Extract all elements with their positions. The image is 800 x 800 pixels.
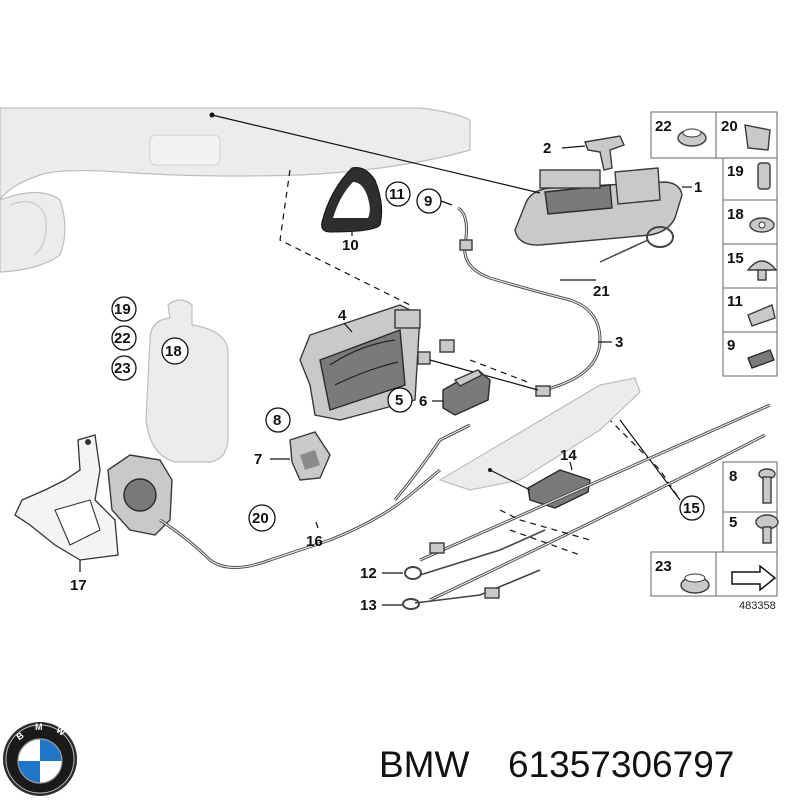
callout-1: 1: [694, 179, 702, 196]
callout-11: 11: [389, 186, 405, 203]
diagram-number: 483358: [739, 600, 776, 612]
grid-label-5: 5: [729, 514, 737, 531]
part-4-lock-housing: [299, 304, 421, 421]
part-14-control-module: [527, 469, 591, 509]
callout-10: 10: [342, 237, 359, 254]
grid-label-18: 18: [727, 206, 744, 223]
callout-3: 3: [615, 334, 623, 351]
grid-part-8-screw: [758, 468, 776, 504]
callout-15: 15: [683, 500, 700, 517]
cables-and-rods: [402, 403, 771, 610]
part-10-trim-frame: [321, 167, 383, 233]
grid-label-20: 20: [721, 118, 738, 135]
side-parts-grid: [650, 111, 778, 597]
brand-name: BMW: [379, 744, 470, 785]
callout-17: 17: [70, 577, 87, 594]
part-7-stop-buffer: [289, 431, 331, 481]
grid-part-18: [749, 217, 775, 233]
grid-label-8: 8: [729, 468, 737, 485]
callout-6: 6: [419, 393, 427, 410]
svg-text:B: B: [14, 730, 25, 742]
grid-label-9: 9: [727, 337, 735, 354]
tailgate-panel: [0, 107, 471, 273]
part-18-reservoir: [145, 299, 229, 463]
callout-20: 20: [252, 510, 269, 527]
callout-19: 19: [114, 301, 131, 318]
grid-label-11: 11: [727, 293, 743, 310]
svg-text:M: M: [35, 722, 43, 732]
part-2-bracket: [584, 135, 625, 171]
callout-13: 13: [360, 597, 377, 614]
callout-12: 12: [360, 565, 377, 582]
part-1-handle-assembly: [514, 167, 683, 246]
callout-8: 8: [273, 412, 281, 429]
grid-part-9: [747, 349, 775, 369]
part-number: 61357306797: [508, 744, 734, 785]
callout-18: 18: [165, 343, 182, 360]
connector-fittings: [417, 339, 551, 397]
callout-14: 14: [560, 447, 577, 464]
grid-part-5-screw: [755, 514, 779, 544]
grid-label-15: 15: [727, 250, 744, 267]
grid-part-23: [680, 573, 710, 594]
bmw-logo-icon: B M W: [3, 722, 77, 796]
part-21-release-cable: [457, 206, 674, 394]
callout-7: 7: [254, 451, 262, 468]
grid-part-20: [744, 124, 771, 151]
callout-23: 23: [114, 360, 131, 377]
grid-arrow-icon: [731, 564, 777, 592]
grid-label-23: 23: [655, 558, 672, 575]
part-16-drive-motor: [107, 423, 471, 569]
grid-label-19: 19: [727, 163, 744, 180]
callout-16: 16: [306, 533, 323, 550]
grid-part-11: [747, 304, 776, 327]
grid-part-19: [757, 162, 771, 190]
callout-9: 9: [424, 193, 432, 210]
grid-label-22: 22: [655, 118, 672, 135]
callout-5: 5: [395, 392, 403, 409]
callout-4: 4: [338, 307, 347, 324]
part-17-mounting-bracket: [14, 434, 119, 561]
callout-22: 22: [114, 330, 131, 347]
part-15-trim-strip: [438, 377, 641, 491]
callout-21: 21: [593, 283, 610, 300]
callout-2: 2: [543, 140, 551, 157]
grid-part-15: [746, 260, 778, 281]
grid-part-22: [677, 128, 707, 147]
part-6-actuator: [442, 369, 491, 416]
